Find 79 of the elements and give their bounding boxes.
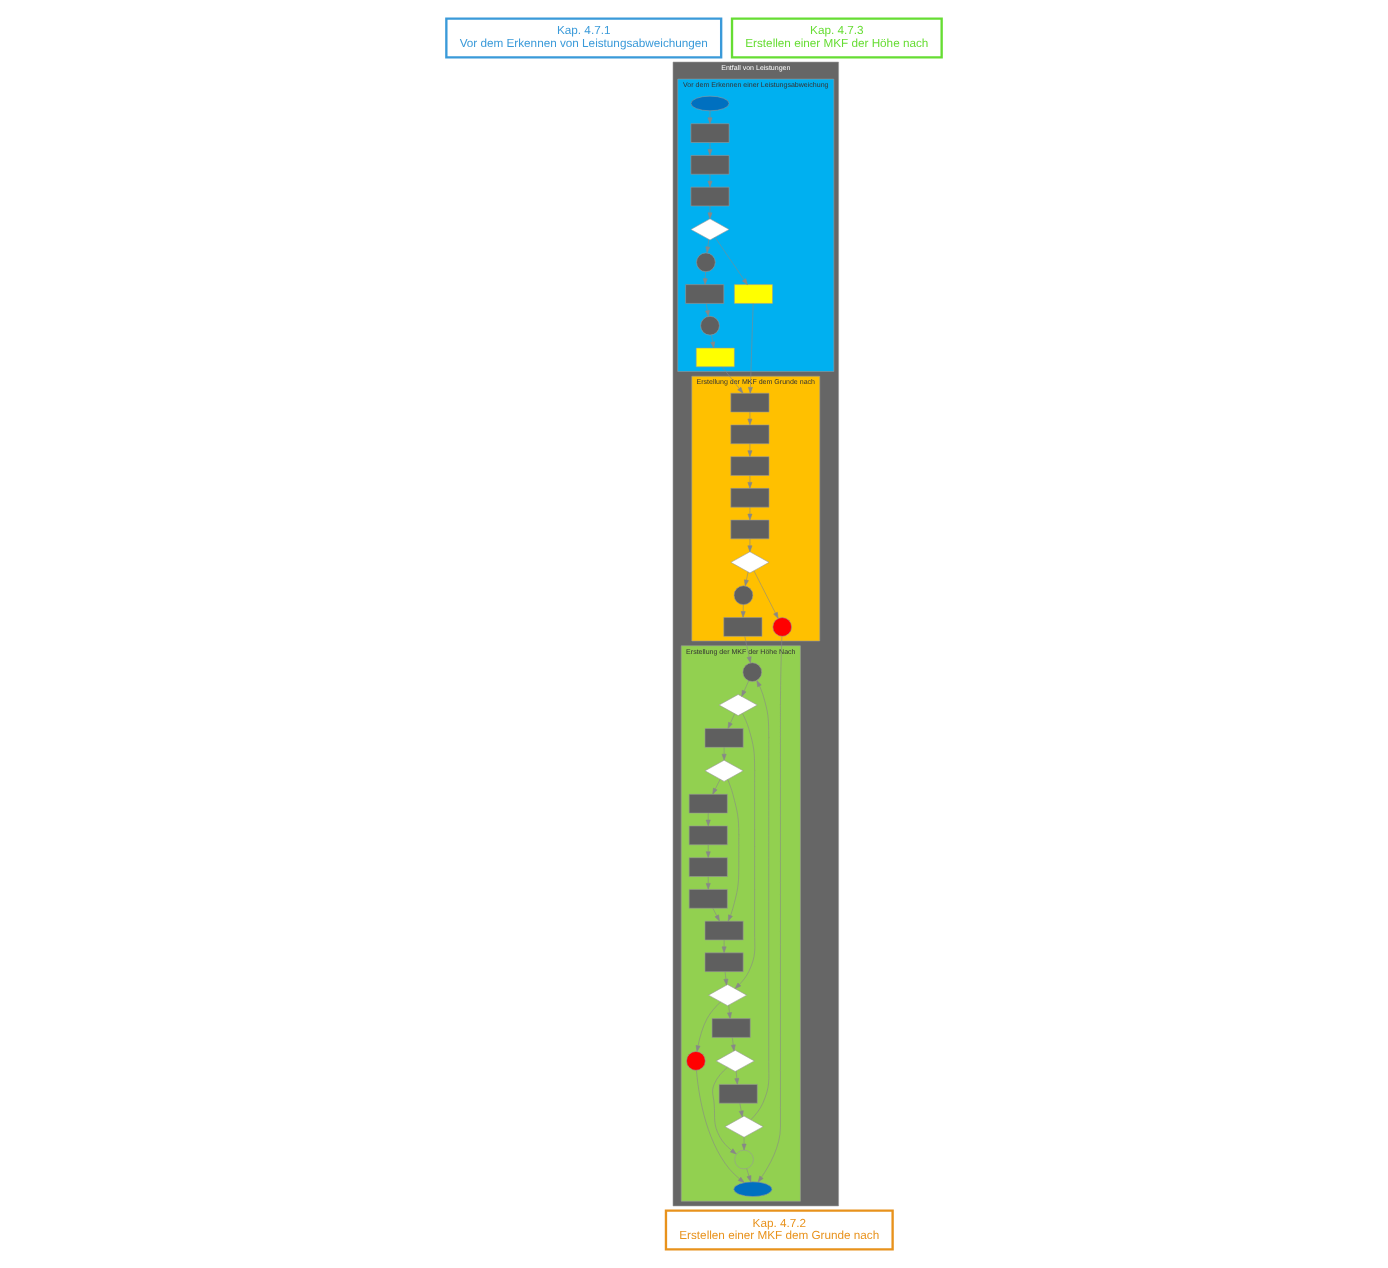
node-box [730, 519, 770, 540]
node-circle [700, 316, 720, 336]
arrow [741, 1137, 747, 1151]
arrow [712, 907, 720, 922]
node-box [685, 284, 725, 304]
arrow [738, 1102, 744, 1118]
arrow [714, 237, 748, 285]
node-diamond [690, 218, 730, 241]
node-box [711, 1018, 751, 1038]
node-oval [690, 95, 730, 112]
node-circle [696, 252, 716, 272]
arrow [757, 636, 783, 1183]
node-box [690, 123, 730, 143]
arrow [748, 303, 754, 394]
node-box [723, 617, 763, 637]
node-diamond [730, 551, 770, 574]
arrow [707, 110, 713, 124]
node-box [734, 284, 773, 304]
arrow [696, 1070, 745, 1183]
arrow [705, 239, 711, 254]
node-diamond [724, 1115, 764, 1138]
node-box [730, 488, 770, 508]
arrow [707, 205, 713, 219]
arrow [744, 636, 752, 664]
node-box [730, 424, 770, 445]
node-box [704, 728, 744, 748]
node-box [688, 794, 728, 814]
node-circle [733, 585, 754, 605]
arrow [747, 475, 753, 489]
arrow [747, 506, 753, 521]
arrow [747, 411, 753, 426]
arrow [723, 971, 729, 986]
arrow [705, 303, 710, 317]
arrow [746, 1168, 752, 1183]
node-box [690, 155, 730, 175]
arrow [707, 142, 713, 156]
node-box [688, 825, 728, 846]
node-oval [733, 1181, 773, 1197]
node-box [718, 1084, 758, 1104]
node-box [695, 347, 735, 368]
node-box [730, 456, 770, 476]
arrow [747, 443, 753, 457]
arrow [741, 680, 749, 697]
arrow [734, 713, 756, 989]
arrow [744, 571, 749, 587]
node-diamond [704, 759, 744, 782]
arrow [734, 1070, 740, 1085]
arrow [695, 1001, 721, 1052]
arrow [702, 271, 708, 285]
node-box [688, 857, 728, 877]
arrow [740, 604, 746, 618]
arrow [750, 680, 770, 1121]
node-circle [772, 617, 792, 637]
node-circle [734, 1149, 754, 1170]
arrow [753, 570, 779, 619]
node-box [704, 920, 744, 941]
arrow [727, 713, 735, 729]
arrow [712, 1067, 737, 1155]
arrow [712, 778, 721, 795]
arrow [707, 173, 713, 188]
node-circle [742, 662, 762, 682]
arrow [727, 779, 740, 922]
node-box [688, 889, 728, 909]
arrow [710, 334, 716, 349]
arrow [705, 876, 711, 890]
node-box [690, 186, 730, 207]
node-diamond [718, 694, 758, 716]
node-box [704, 952, 744, 972]
node-diamond [715, 1050, 755, 1072]
arrow [727, 1004, 732, 1019]
node-circle [686, 1051, 706, 1071]
arrow [730, 1037, 736, 1052]
arrow [705, 812, 711, 827]
arrow [747, 538, 753, 552]
node-box [730, 392, 770, 413]
arrow [722, 366, 744, 394]
arrow [721, 939, 727, 954]
arrow [721, 747, 727, 761]
arrow [705, 844, 711, 858]
